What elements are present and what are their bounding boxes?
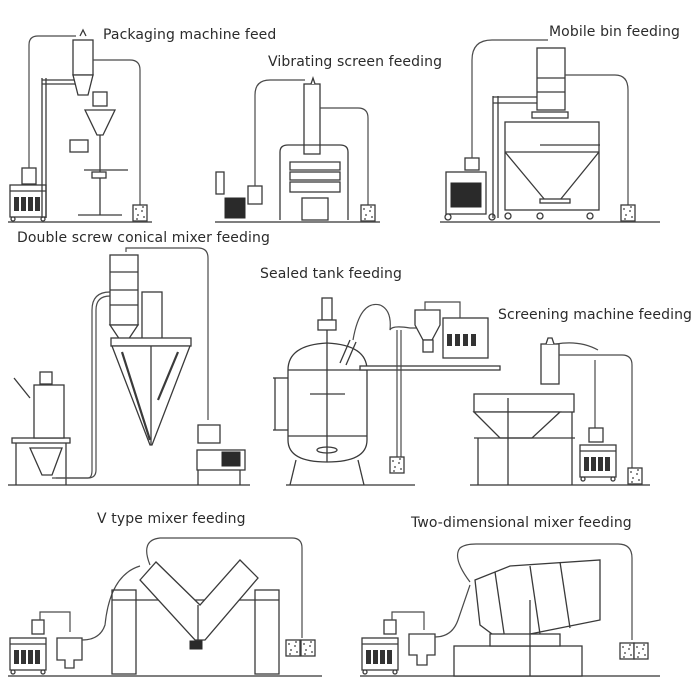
panel-title-mobile-bin: Mobile bin feeding: [549, 24, 680, 40]
panel-title-v-type: V type mixer feeding: [97, 511, 246, 527]
panel-title-screening: Screening machine feeding: [498, 307, 693, 323]
panel-double-screw-drawing: [8, 247, 250, 486]
panel-vibrating-drawing: [215, 75, 380, 223]
panel-title-double-screw: Double screw conical mixer feeding: [17, 230, 270, 246]
panel-v-type-drawing: [8, 537, 322, 677]
panel-title-packaging: Packaging machine feed: [103, 27, 277, 43]
panel-sealed-tank-drawing: [273, 297, 501, 486]
panel-title-sealed-tank: Sealed tank feeding: [260, 266, 403, 282]
panel-screening-drawing: [470, 337, 650, 486]
panel-mobile-bin-drawing: [440, 39, 660, 223]
panel-packaging-drawing: [8, 28, 152, 223]
panel-two-dimensional-drawing: [360, 543, 660, 677]
panel-title-two-dimensional: Two-dimensional mixer feeding: [411, 515, 632, 531]
panel-title-vibrating: Vibrating screen feeding: [268, 54, 443, 70]
